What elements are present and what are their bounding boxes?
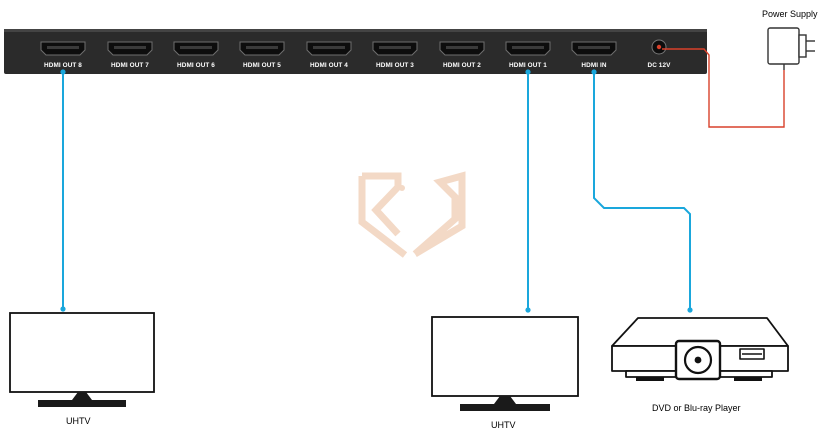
port-label-hdmi-out-6: HDMI OUT 6 — [177, 62, 215, 69]
hdmi-cable-in — [593, 72, 691, 310]
port-label-dc-12v: DC 12V — [647, 62, 671, 69]
port-label-hdmi-out-8: HDMI OUT 8 — [44, 62, 82, 69]
port-label-hdmi-out-5: HDMI OUT 5 — [243, 62, 281, 69]
cable-end-dot — [687, 307, 693, 313]
tv-2-label: UHTV — [491, 420, 516, 430]
tv-2-icon — [431, 316, 579, 411]
port-label-hdmi-out-2: HDMI OUT 2 — [443, 62, 481, 69]
hdmi-splitter-body — [4, 29, 707, 74]
cable-end-dot — [525, 69, 531, 75]
port-label-hdmi-out-4: HDMI OUT 4 — [310, 62, 348, 69]
port-label-hdmi-out-3: HDMI OUT 3 — [376, 62, 414, 69]
tv-1-label: UHTV — [66, 416, 91, 426]
power-supply-label: Power Supply — [762, 9, 818, 19]
power-adapter-icon — [767, 27, 815, 70]
port-label-hdmi-out-7: HDMI OUT 7 — [111, 62, 149, 69]
watermark-logo — [358, 171, 466, 258]
power-cable — [662, 48, 785, 128]
cable-end-dot — [60, 306, 66, 312]
tv-1-icon — [9, 312, 155, 407]
splitter-top-edge — [4, 29, 707, 32]
dc-power-jack-icon — [651, 39, 667, 55]
port-label-hdmi-out-1: HDMI OUT 1 — [509, 62, 547, 69]
cable-end-dot — [591, 69, 597, 75]
cable-end-dot — [525, 307, 531, 313]
dvd-player-label: DVD or Blu-ray Player — [652, 403, 741, 413]
cable-end-dot — [60, 69, 66, 75]
port-label-hdmi-in: HDMI IN — [581, 62, 607, 69]
dvd-player-icon — [611, 317, 789, 381]
hdmi-cables — [62, 72, 691, 310]
